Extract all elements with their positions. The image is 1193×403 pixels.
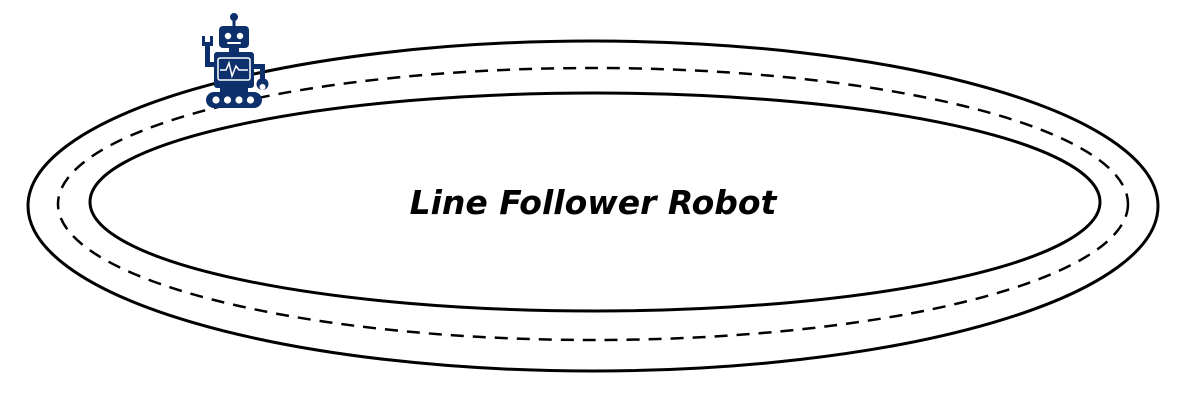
track-center-line [56, 66, 1130, 342]
robot-icon [202, 13, 269, 108]
diagram-title: Line Follower Robot [410, 183, 778, 222]
track-outer-boundary [26, 39, 1160, 373]
track-inner-boundary [88, 91, 1102, 313]
